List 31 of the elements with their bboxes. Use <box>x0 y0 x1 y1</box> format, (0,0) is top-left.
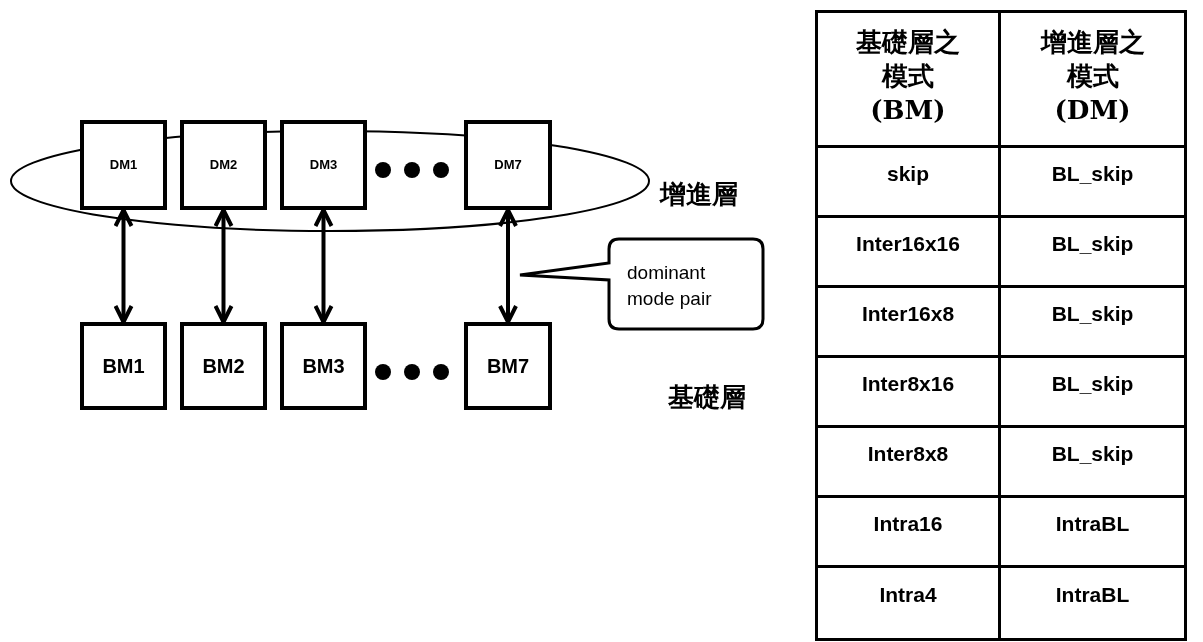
table-cell: IntraBL <box>1001 498 1184 568</box>
table-cell-text: IntraBL <box>1054 582 1131 609</box>
layer-label: 基礎層 <box>668 381 746 414</box>
double-arrow <box>213 208 234 324</box>
table-cell: BL_skip <box>1001 218 1184 288</box>
mode-box: DM1 <box>80 120 167 210</box>
mode-box: BM3 <box>280 322 367 410</box>
table-cell: Intra4 <box>818 568 1001 638</box>
table-cell: Inter8x8 <box>818 428 1001 498</box>
table-cell: BL_skip <box>1001 428 1184 498</box>
table-cell: Inter8x16 <box>818 358 1001 428</box>
callout-text: dominant mode pair <box>627 261 713 311</box>
mode-box: BM7 <box>464 322 552 410</box>
table-cell: Intra16 <box>818 498 1001 568</box>
table-cell: Inter16x8 <box>818 288 1001 358</box>
double-arrow <box>313 208 334 324</box>
header-cell: 基礎層之模式(BM) <box>818 13 1001 148</box>
table-cell: BL_skip <box>1001 288 1184 358</box>
table-cell: BL_skip <box>1001 148 1184 218</box>
mode-box: BM2 <box>180 322 267 410</box>
table-cell: BL_skip <box>1001 358 1184 428</box>
mode-box: DM2 <box>180 120 267 210</box>
double-arrow <box>113 208 134 324</box>
mode-box: BM1 <box>80 322 167 410</box>
double-arrow <box>498 208 518 324</box>
table-cell: skip <box>818 148 1001 218</box>
mode-box: DM7 <box>464 120 552 210</box>
header-cell: 增進層之模式(DM) <box>1001 13 1184 148</box>
layer-label: 增進層 <box>660 178 738 211</box>
table-cell: Inter16x16 <box>818 218 1001 288</box>
mode-box: DM3 <box>280 120 367 210</box>
